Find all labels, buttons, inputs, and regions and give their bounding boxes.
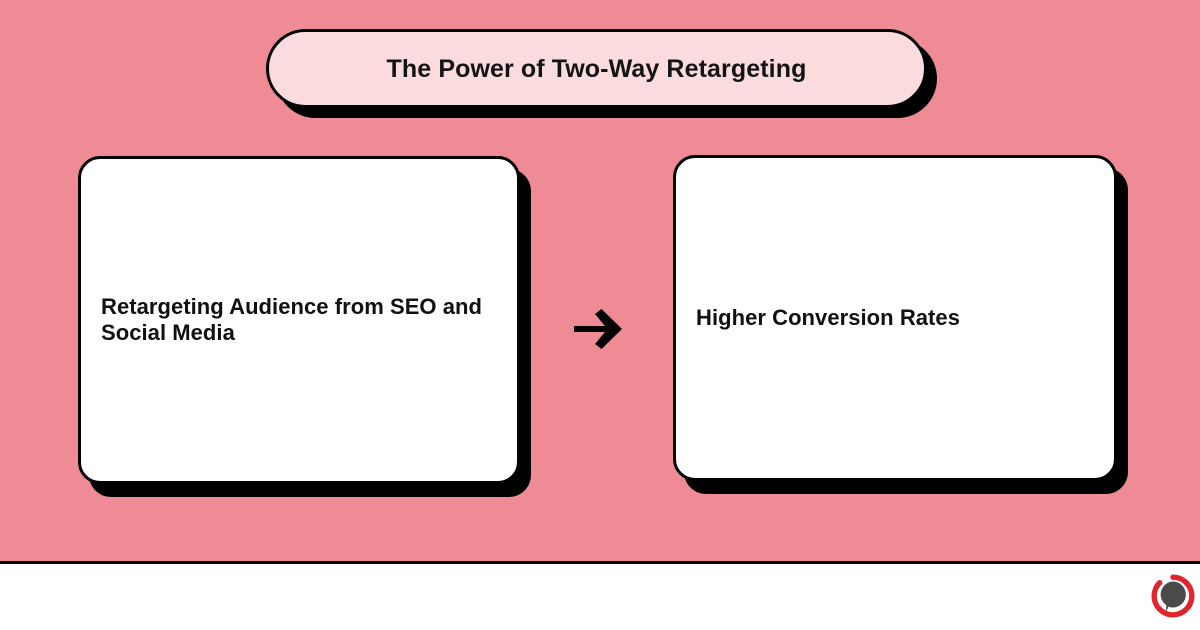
speech-bubble-ring-logo [1151, 574, 1195, 618]
stage-divider [0, 561, 1200, 564]
flow-step-card-2: Higher Conversion Rates [673, 155, 1117, 481]
flow-step-label-1: Retargeting Audience from SEO and Social… [101, 294, 482, 345]
title-pill: The Power of Two-Way Retargeting [266, 29, 927, 108]
flow-diagram: Retargeting Audience from SEO and Social… [78, 155, 1117, 484]
flow-step-label-2: Higher Conversion Rates [696, 305, 960, 331]
page-title: The Power of Two-Way Retargeting [386, 54, 807, 83]
arrow-right-icon [561, 296, 635, 362]
flow-step-card-1: Retargeting Audience from SEO and Social… [78, 156, 520, 484]
footer-bar [0, 564, 1200, 630]
